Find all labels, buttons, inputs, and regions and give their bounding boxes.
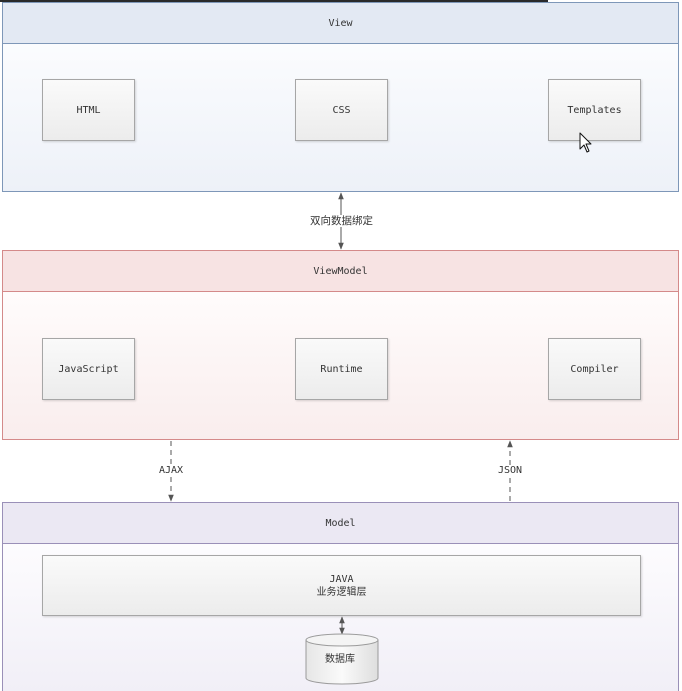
view-layer-title: View bbox=[3, 3, 678, 44]
html-box: HTML bbox=[42, 79, 135, 141]
business-logic-title: JAVA bbox=[329, 573, 354, 585]
ajax-label: AJAX bbox=[158, 465, 185, 477]
css-box: CSS bbox=[295, 79, 388, 141]
viewmodel-layer-title: ViewModel bbox=[3, 251, 678, 292]
top-divider bbox=[0, 0, 548, 2]
runtime-box: Runtime bbox=[295, 338, 388, 400]
compiler-box: Compiler bbox=[548, 338, 641, 400]
model-layer-title: Model bbox=[3, 503, 678, 544]
javascript-box: JavaScript bbox=[42, 338, 135, 400]
templates-box: Templates bbox=[548, 79, 641, 141]
binding-label: 双向数据绑定 bbox=[309, 215, 374, 227]
database-label: 数据库 bbox=[325, 654, 355, 665]
business-logic-box: JAVA 业务逻辑层 bbox=[42, 555, 641, 616]
business-logic-subtitle: 业务逻辑层 bbox=[316, 586, 367, 598]
json-label: JSON bbox=[497, 465, 524, 477]
database-cylinder-icon bbox=[305, 633, 379, 685]
mouse-cursor-icon bbox=[579, 132, 592, 153]
